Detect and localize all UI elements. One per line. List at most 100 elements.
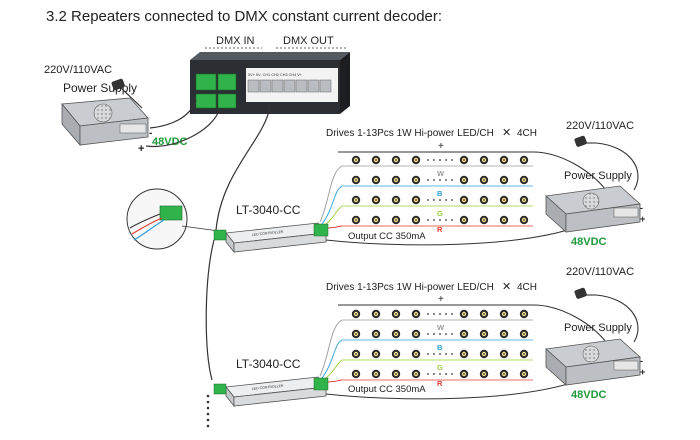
controller-model: LT-3040-CC: [236, 357, 301, 371]
continuation-dots: [206, 394, 210, 428]
led-emitter: [459, 155, 469, 165]
led-emitter: [411, 195, 421, 205]
bus-plus: +: [438, 141, 444, 152]
led-emitter: [391, 369, 401, 379]
led-emitter: [479, 195, 489, 205]
led-emitter: [479, 369, 489, 379]
led-emitter: [371, 155, 381, 165]
branch-power-supply: 220V/110VAC Power Supply - + 48VDC: [545, 120, 645, 248]
led-emitter: [519, 155, 529, 165]
led-emitter: [499, 349, 509, 359]
dmx-decoder: DMX IN DMX OUT 5V+ 5V- CH1 CH2 CH3 CH4 V…: [190, 35, 350, 114]
output-label: Output CC 350mA: [348, 231, 426, 242]
led-emitter: [391, 309, 401, 319]
branch-power-supply: 220V/110VAC Power Supply - + 48VDC: [545, 266, 645, 401]
continuation-dot: [439, 313, 441, 315]
svg-text:LED CONTROLLER: LED CONTROLLER: [252, 230, 284, 237]
led-emitter: [371, 369, 381, 379]
continuation-dot: [445, 333, 447, 335]
led-emitter: [371, 329, 381, 339]
supply-voltage: 220V/110VAC: [566, 266, 634, 278]
dmx-out-label: DMX OUT: [283, 35, 334, 47]
continuation-dot: [433, 159, 435, 161]
channel-count: 4CH: [517, 128, 537, 139]
continuation-dot: [433, 333, 435, 335]
led-emitter: [519, 175, 529, 185]
led-emitter: [459, 369, 469, 379]
continuation-dot: [433, 179, 435, 181]
led-emitter: [411, 155, 421, 165]
led-emitter: [479, 329, 489, 339]
channel-letter-w: W: [437, 323, 445, 332]
channel-wires: [319, 165, 343, 229]
led-emitter: [519, 309, 529, 319]
continuation-dot: [439, 333, 441, 335]
led-emitter: [351, 349, 361, 359]
input-supply-pos: +: [138, 143, 144, 155]
supply-pos: +: [640, 367, 645, 377]
continuation-dot: [451, 199, 453, 201]
led-emitter: [519, 215, 529, 225]
led-controller: LED CONTROLLER: [213, 376, 329, 408]
channel-wires: [319, 319, 343, 383]
plug-icon: [574, 287, 587, 299]
supply-voltage: 220V/110VAC: [566, 120, 634, 132]
led-emitter: [459, 329, 469, 339]
led-emitter: [411, 329, 421, 339]
continuation-dot: [451, 333, 453, 335]
led-emitter: [371, 349, 381, 359]
channel-letter-g: G: [437, 209, 443, 218]
led-emitter: [371, 309, 381, 319]
supply-pos: +: [640, 214, 645, 224]
led-emitter: [391, 215, 401, 225]
terminal-zoom-detail: [126, 188, 227, 250]
led-emitter: [351, 329, 361, 339]
continuation-dot: [427, 219, 429, 221]
led-emitter: [351, 369, 361, 379]
continuation-dot: [439, 179, 441, 181]
channel-letter-g: G: [437, 363, 443, 372]
led-emitter: [499, 195, 509, 205]
continuation-dot: [433, 353, 435, 355]
led-emitter: [411, 309, 421, 319]
continuation-dot: [451, 313, 453, 315]
led-controller: LED CONTROLLER: [213, 222, 329, 254]
led-emitter: [519, 195, 529, 205]
input-power-supply: 220V/110VAC Power Supply - + 48VDC: [44, 64, 221, 155]
supply-output: 48VDC: [571, 236, 607, 248]
led-emitter: [519, 329, 529, 339]
led-emitter: [351, 175, 361, 185]
led-emitter: [459, 195, 469, 205]
led-emitter: [459, 309, 469, 319]
continuation-dot: [445, 159, 447, 161]
channel-letter-b: B: [437, 343, 443, 352]
dmx-signal-cable: [205, 105, 271, 381]
led-emitter: [411, 175, 421, 185]
continuation-dot: [451, 219, 453, 221]
led-emitter: [411, 349, 421, 359]
led-emitter: [499, 155, 509, 165]
channel-count: 4CH: [517, 282, 537, 293]
led-emitter: [371, 175, 381, 185]
svg-text:5V+ 5V- CH1 CH2 CH3 CH4: 5V+ 5V- CH1 CH2 CH3 CH4 V+: [248, 73, 303, 77]
continuation-dot: [433, 373, 435, 375]
led-emitter: [499, 309, 509, 319]
led-emitter: [351, 155, 361, 165]
continuation-dot: [445, 373, 447, 375]
continuation-dot: [445, 313, 447, 315]
supply-neg: -: [640, 356, 643, 366]
continuation-dot: [433, 199, 435, 201]
continuation-dot: [445, 353, 447, 355]
multiply-icon: ✕: [502, 127, 511, 139]
continuation-dot: [445, 199, 447, 201]
bus-plus: +: [438, 294, 444, 305]
led-emitter: [371, 215, 381, 225]
supply-name: Power Supply: [564, 322, 632, 334]
input-plug-icon: [111, 78, 125, 91]
supply-output: 48VDC: [571, 389, 607, 401]
repeater-branch-1: Drives 1-13Pcs 1W Hi-power LED/CH ✕ 4CH …: [213, 120, 645, 254]
continuation-dot: [439, 373, 441, 375]
led-emitter: [499, 175, 509, 185]
led-emitter: [411, 369, 421, 379]
